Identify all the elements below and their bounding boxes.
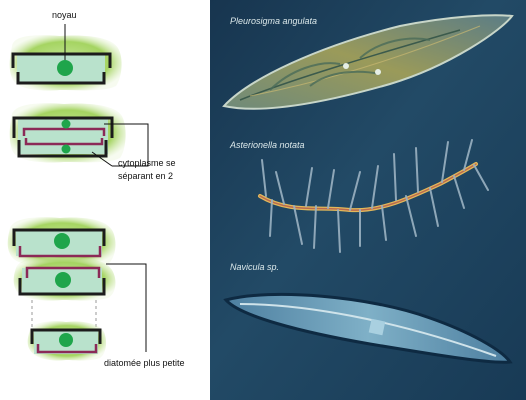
frustule [12,228,106,246]
nucleus-lower [61,144,71,154]
asterionella-colony [258,139,489,253]
cell-stage-3-upper [7,217,116,267]
membrane-lower [24,138,104,146]
pleurosigma-cell [222,14,514,110]
cell-stage-3-lower [13,257,116,301]
diatom-illustration: Pleurosigma angulata Asterionella notata… [210,0,526,400]
cell-stage-2 [9,103,126,163]
frustule-upper [11,52,112,68]
frustule [30,328,102,344]
nucleus-upper [61,119,71,129]
label-nucleus: noyau [52,10,77,20]
frustule-lower [16,72,106,85]
species-label-asterionella: Asterionella notata [230,140,305,150]
membrane-upper [22,127,106,136]
frustule [18,278,106,296]
membrane [36,344,98,354]
frustule-upper [12,116,114,138]
frustule-lower [17,140,108,158]
cytoplasm-leader-2 [91,151,113,167]
cell-stage-1 [9,35,122,91]
label-cytoplasm-line2: séparant en 2 [118,171,174,181]
membrane [25,266,101,278]
diagram-svg [7,24,149,361]
nucleus [55,272,71,288]
cytoplasm-leader [104,123,149,167]
label-cytoplasm-line1: cytoplasme se [118,158,176,168]
species-label-pleurosigma: Pleurosigma angulata [230,16,318,26]
nucleus [59,333,73,347]
nucleus [54,233,70,249]
nucleus [57,60,73,76]
label-smaller-diatom: diatomée plus petite [104,358,185,368]
division-diagram: noyau cytoplasme se séparant en 2 diatom… [0,0,210,400]
illustration-svg [210,0,526,400]
membrane [18,246,102,258]
navicula-cell [223,292,513,364]
cell-stage-4 [27,321,107,361]
species-label-navicula: Navicula sp. [230,262,280,272]
smaller-leader [106,263,147,352]
